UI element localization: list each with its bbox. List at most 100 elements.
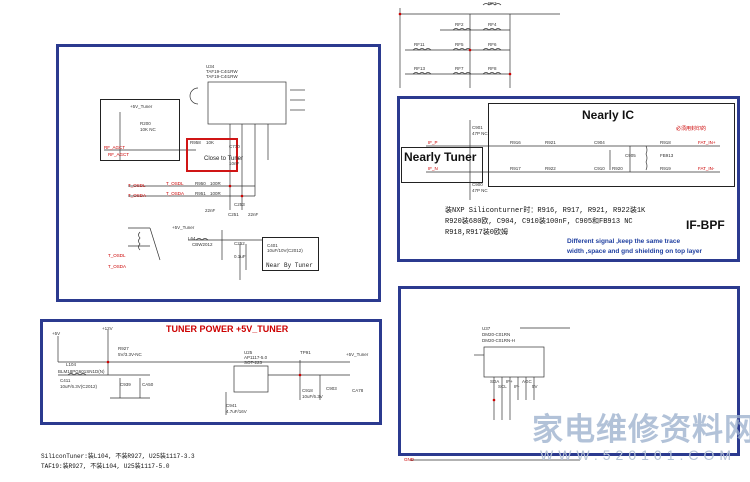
part-label: 4.7uF/16V — [226, 409, 247, 414]
watermark-cn: 家电维修资料网 — [532, 412, 750, 447]
part-label: 47P NC — [472, 131, 488, 136]
nearly-tuner-block — [401, 147, 483, 183]
part-label: RF13 — [414, 66, 426, 71]
cn-note-line: R918,R917装0欧姆 — [445, 229, 509, 237]
part-label: 10uF/10V(C2012) — [267, 248, 303, 253]
near-by-tuner-block — [262, 237, 319, 271]
part-label: R922 — [545, 166, 556, 171]
part-label: C411 — [60, 378, 71, 383]
red-note: 必须用封印的 — [676, 126, 707, 132]
agc-block — [100, 99, 180, 161]
part-label: RF11 — [414, 42, 425, 47]
part-label: RF4 — [488, 22, 497, 27]
blue-note-line: Different signal ,keep the same trace — [567, 238, 681, 245]
tuner-power-panel — [40, 319, 382, 425]
ic-part: DM20-C01RN — [482, 332, 511, 337]
net-label: FAT_IN- — [698, 166, 715, 171]
part-label: FB913 — [660, 153, 674, 158]
part-label: RF7 — [455, 66, 464, 71]
pin-label: IF+ — [506, 379, 513, 384]
part-label: RF3 — [488, 1, 497, 6]
part-label: CA50 — [142, 382, 154, 387]
blue-note-line: width ,space and gnd shielding on top la… — [567, 248, 703, 255]
net-label: T_OSDA — [108, 264, 127, 269]
part-label: 22nF — [248, 212, 259, 217]
watermark-url: WWW.520101.COM — [540, 447, 737, 463]
part-label: R917 — [510, 166, 521, 171]
part-label: R920 — [612, 166, 623, 171]
part-label: BLM18PG601SN1D(N) — [58, 369, 105, 374]
bottom-note-line: SiliconTuner:装L104, 不装R927, U25装1117-3.3 — [41, 453, 195, 460]
net-label: T_OSDL — [128, 183, 146, 188]
pin-label: SCL — [498, 384, 507, 389]
part-label: 47P NC — [472, 188, 488, 193]
net-label: T_OSDL — [166, 181, 184, 186]
close-to-tuner-note: Close to Tuner — [204, 156, 244, 162]
part-label: C251 — [228, 212, 239, 217]
net-label: IF_N — [428, 166, 438, 171]
part-label: R916 — [510, 140, 521, 145]
part-label: R918 — [660, 140, 671, 145]
net-label: +5V — [52, 331, 61, 336]
cn-note-line: R920装680欧, C904, C910装100nF, C905和FB913 … — [445, 218, 633, 226]
part-label: R919 — [660, 166, 671, 171]
part-label: 100R — [210, 181, 221, 186]
part-label: R958 — [190, 140, 201, 145]
part-label: L104 — [66, 362, 77, 367]
if-bpf-panel — [397, 96, 740, 262]
if-bpf-title: IF-BPF — [686, 218, 725, 232]
part-label: C905 — [625, 153, 636, 158]
ic-part: DM20-C01RN-H — [482, 338, 516, 343]
part-label: 5V/3.3V-NC — [118, 352, 142, 357]
part-label: C939 — [120, 382, 131, 387]
connector-panel — [398, 286, 740, 456]
part-label: R950 — [195, 181, 206, 186]
part-label: 10uF/6.3V(C2012) — [60, 384, 98, 389]
close-to-tuner-block — [186, 138, 238, 172]
net-label: T_OSDA — [166, 191, 185, 196]
part-label: C918 — [302, 388, 313, 393]
part-label: C901 — [472, 125, 483, 130]
part-label: RF6 — [488, 42, 497, 47]
near-by-tuner-note: Near By Tuner — [266, 262, 313, 269]
net-label: T_OSDL — [108, 253, 126, 258]
part-label: C252 — [234, 241, 245, 246]
ic-part: TAF19-C4I1RW — [206, 69, 238, 74]
nearly-ic-block — [488, 103, 735, 187]
part-label: C253 — [234, 202, 245, 207]
bottom-note-line: TAF19:装R927, 不装L104, U25装1117-5.0 — [41, 463, 170, 470]
ic-part: TAF19-C4I1RW — [206, 74, 238, 79]
power-title: TUNER POWER +5V_TUNER — [166, 324, 289, 334]
net-label: T_OSDA — [128, 193, 147, 198]
pin-label: IF- — [514, 384, 520, 389]
part-label: C903 — [326, 386, 337, 391]
nearly-tuner-title: Nearly Tuner — [404, 150, 477, 164]
net-label: +5V_Tuner — [130, 104, 153, 109]
part-label: AP1117-5.0 — [244, 355, 268, 360]
net-label: RF_AGCT — [108, 152, 130, 157]
part-label: RF5 — [455, 42, 464, 47]
ic-ref: U34 — [206, 64, 215, 69]
part-label: C941 — [226, 403, 237, 408]
part-label: 100R — [210, 191, 221, 196]
part-label: 10K NC — [140, 127, 156, 132]
part-label: C401 — [267, 243, 278, 248]
pin-label: AGC — [522, 379, 532, 384]
part-label: CBW2012 — [192, 242, 213, 247]
part-label: C904 — [594, 140, 605, 145]
part-label: TP91 — [300, 350, 311, 355]
part-label: RF8 — [488, 66, 497, 71]
part-label: RF2 — [455, 22, 464, 27]
part-label: C910 — [594, 166, 605, 171]
part-label: U25 — [244, 350, 253, 355]
part-label: R927 — [118, 346, 129, 351]
net-label: RF_AGCT — [104, 145, 126, 150]
part-label: C770 — [229, 144, 240, 149]
ic-ref: U37 — [482, 326, 491, 331]
part-label: 10K — [206, 140, 215, 145]
part-label: 22nF — [205, 208, 216, 213]
part-label: C900 — [472, 182, 483, 187]
net-label: +5V_Tuner — [172, 225, 195, 230]
part-label: CA78 — [352, 388, 364, 393]
